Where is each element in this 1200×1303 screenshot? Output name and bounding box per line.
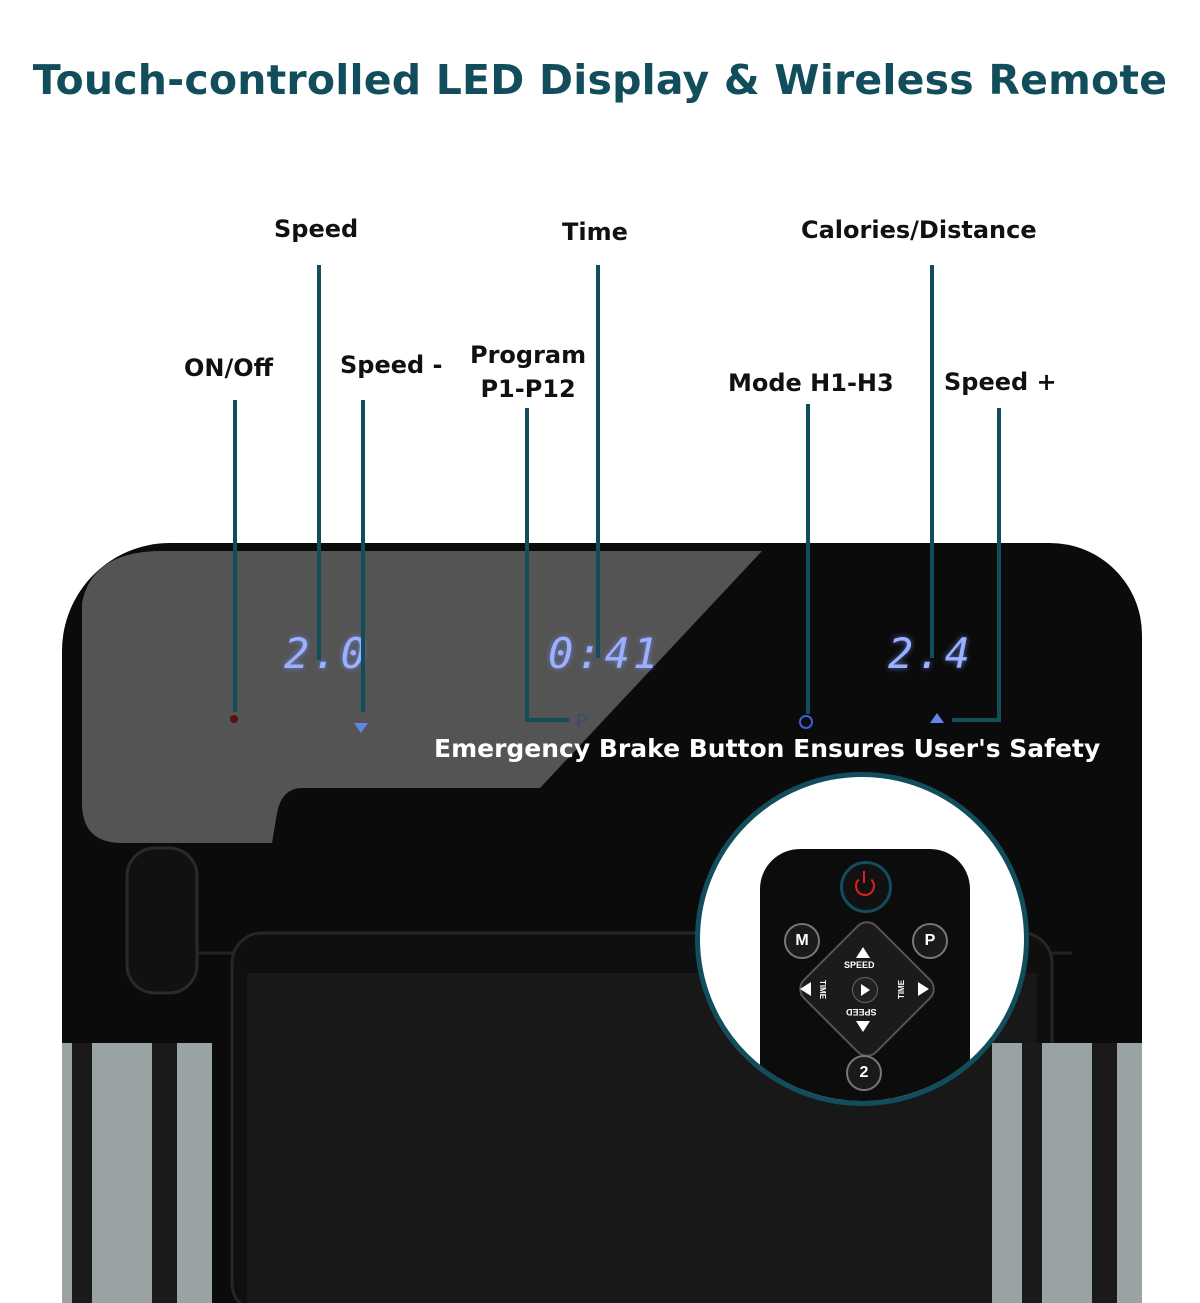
program-button[interactable]: P — [576, 711, 589, 731]
speed-plus-pointer-line — [997, 408, 1001, 722]
mode-label: Mode H1-H3 — [728, 369, 894, 397]
remote-mode-button[interactable]: M — [784, 923, 820, 959]
calories-distance-label: Calories/Distance — [801, 216, 1037, 244]
speed-plus-pointer-elbow — [952, 718, 1001, 722]
emergency-brake-caption: Emergency Brake Button Ensures User's Sa… — [434, 734, 1101, 763]
distance-readout: 2.4 — [888, 629, 973, 678]
speed-readout: 2.0 — [284, 629, 369, 678]
remote-speed-down-label: SPEED — [846, 1007, 877, 1017]
speed-minus-label: Speed - — [340, 351, 443, 379]
program-label-line1: Program — [470, 341, 587, 369]
page-title: Touch-controlled LED Display & Wireless … — [32, 56, 1168, 104]
speed-minus-pointer-line — [361, 400, 365, 712]
power-icon-stem — [863, 871, 865, 883]
speed-label: Speed — [274, 215, 359, 243]
time-label: Time — [562, 218, 628, 246]
play-icon — [861, 984, 870, 996]
program-label-line2: P1-P12 — [480, 375, 576, 403]
speed-up-button[interactable] — [930, 713, 944, 723]
remote-time-left-arrow[interactable] — [800, 982, 811, 996]
remote-speed-up-label: SPEED — [844, 960, 875, 970]
speed-down-button[interactable] — [354, 723, 368, 733]
program-pointer-elbow — [525, 718, 569, 722]
time-readout: 0:41 — [548, 629, 662, 678]
remote-inset: M P SPEED TIME TIME SPEED 2 — [695, 772, 1029, 1106]
program-label: Program P1-P12 — [470, 338, 586, 406]
remote-program-button[interactable]: P — [912, 923, 948, 959]
remote-play-button[interactable] — [852, 977, 878, 1003]
power-button[interactable] — [230, 715, 238, 723]
remote-time-right-label: TIME — [897, 979, 907, 1000]
remote-time-right-arrow[interactable] — [918, 982, 929, 996]
speed-plus-label: Speed + — [944, 368, 1057, 396]
wireless-remote: M P SPEED TIME TIME SPEED 2 — [760, 849, 970, 1101]
on-off-pointer-line — [233, 400, 237, 712]
remote-speed-down-arrow[interactable] — [856, 1021, 870, 1032]
program-pointer-line — [525, 408, 529, 722]
remote-speed-up-arrow[interactable] — [856, 947, 870, 958]
speed-pointer-line — [317, 265, 321, 660]
remote-time-left-label: TIME — [818, 979, 828, 1000]
remote-power-button[interactable] — [840, 861, 892, 913]
mode-pointer-line — [806, 404, 810, 714]
on-off-label: ON/Off — [184, 354, 274, 382]
calories-pointer-line — [930, 265, 934, 658]
remote-number-button[interactable]: 2 — [846, 1055, 882, 1091]
power-icon — [855, 876, 875, 896]
time-pointer-line — [596, 265, 600, 658]
mode-button[interactable] — [799, 715, 813, 729]
